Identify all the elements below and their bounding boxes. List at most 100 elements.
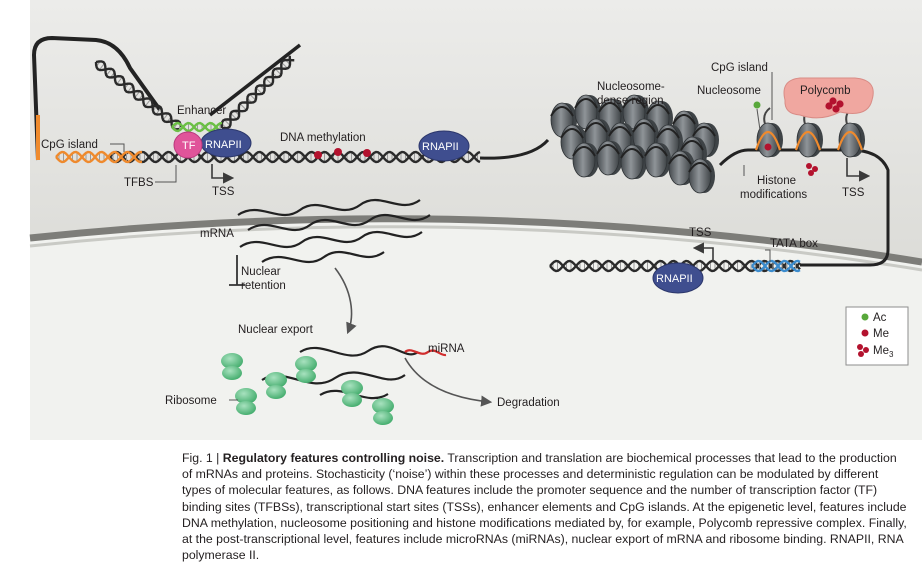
nucleosome-dna-wrap [584, 122, 608, 133]
loop-helix-right [220, 55, 295, 130]
tss-arrow-lower [692, 242, 714, 262]
polycomb-nucleosomes [718, 72, 890, 267]
tss-label-left: TSS [212, 186, 235, 198]
legend-methyl-icon [861, 329, 869, 337]
loop-helix-left-rung [106, 68, 112, 76]
ribosome-large-subunit [295, 356, 317, 372]
nucleosome-disc-face [688, 158, 712, 194]
ribosome-small-subunit [373, 411, 393, 425]
degradation-arrow [404, 357, 493, 407]
degradation-label: Degradation [497, 397, 560, 409]
tata-box-label: TATA box [770, 238, 818, 250]
nucleosome-dense-label-1: Nucleosome- [597, 81, 665, 93]
histone-nucleosome-face [796, 122, 820, 158]
nucleosome-disc [572, 142, 599, 178]
loop-helix-left-strand-b [95, 60, 183, 128]
nucleosome-dna-wrap [668, 154, 692, 165]
nuclear-membrane [29, 215, 922, 266]
caption-title: Regulatory features controlling noise. [222, 451, 445, 465]
mrna-label: mRNA [200, 228, 234, 240]
ribosome-large-subunit [372, 398, 394, 414]
nucleosome-dna-wrap [572, 146, 596, 157]
nucleosome-dna-wrap [598, 102, 622, 113]
nucleosome-dna-wrap [574, 98, 598, 109]
polycomb-complex [783, 77, 874, 119]
rnapii-elongating [418, 130, 470, 162]
mirna-strand [404, 349, 447, 357]
enhancer-label: Enhancer [177, 105, 226, 117]
histone-orange-dna [794, 130, 822, 151]
nucleosome-dna-wrap [622, 98, 646, 109]
nuclear-export-label: Nuclear export [238, 324, 314, 336]
tss-arrow-right [846, 158, 871, 182]
legend-ac: Ac [873, 312, 887, 324]
tss-label-right: TSS [842, 187, 865, 199]
nucleosome-dna-wrap [692, 126, 716, 137]
tf-label: TF [182, 140, 196, 152]
nucleosome-dna-wrap [672, 114, 696, 125]
nuclear-retention-label-2: retention [241, 280, 286, 292]
enhancer-loop-helix [94, 55, 295, 131]
dna-loop-up [208, 43, 302, 117]
histone-mod-label-2: modifications [740, 189, 807, 201]
ribosome-small-subunit [296, 369, 316, 383]
histone-nucleosome [836, 107, 865, 158]
ribosome-small-subunit [222, 366, 242, 380]
ribosome-icon [265, 372, 287, 399]
tss-label-lower: TSS [689, 227, 712, 239]
loop-helix-right-rung [265, 77, 273, 85]
methyl-mark [764, 143, 772, 151]
ribosome-small-subunit [342, 393, 362, 407]
polycomb-label: Polycomb [800, 85, 851, 97]
export-arrow [334, 267, 357, 335]
dna-loop-left [31, 35, 162, 161]
regulatory-features-diagram: Ac Me Me3 Enhancer TF RNAPII CpG island … [29, 0, 922, 440]
nucleosome-dna-wrap [620, 148, 644, 159]
dna-methylation-label: DNA methylation [280, 132, 366, 144]
polycomb-methyl-marks [825, 97, 844, 113]
nucleosome-dna-wrap [646, 104, 670, 115]
legend-acetyl-icon [861, 313, 869, 321]
nucleus [30, 0, 922, 262]
nucleosome-disc-face [596, 140, 620, 176]
nucleosome-dna-wrap [632, 122, 656, 133]
cpg-island-helix [55, 150, 143, 164]
nucleosome-disc [632, 118, 659, 154]
ribosome-large-subunit [235, 388, 257, 404]
histone-mod-label-1: Histone [757, 175, 796, 187]
tf-blob [173, 131, 203, 159]
ribosome-label: Ribosome [165, 395, 217, 407]
nuclear-retention-label-1: Nuclear [241, 266, 281, 278]
dna-methyl-marks [314, 148, 371, 159]
ribosome-icon [221, 353, 243, 380]
nucleosome-disc [688, 158, 715, 194]
ribosome-icon [295, 356, 317, 383]
nucleosome-dna-wrap [560, 128, 584, 139]
rnapii-label-elongating: RNAPII [422, 141, 459, 153]
loop-helix-left-rung [98, 63, 105, 71]
nucleosome-dna-wrap [680, 140, 704, 151]
dna-helix-main [109, 150, 481, 164]
nuclear-retention-inhibitor [229, 255, 245, 286]
mrna-strands [237, 199, 431, 263]
legend-me: Me [873, 328, 889, 340]
nucleosome-disc-face [572, 142, 596, 178]
tata-box-helix [751, 259, 801, 273]
enhancer-helix [171, 121, 223, 133]
nucleosome-dense-label-2: dense region [597, 95, 664, 107]
loop-helix-right-strand-b [220, 55, 292, 129]
ribosome-icon [372, 398, 394, 425]
tata-strand-b [751, 259, 801, 273]
nucleosome-dna-wrap [550, 106, 574, 117]
enhancer-strand-a [171, 121, 223, 133]
nucleosome-disc-face [668, 150, 692, 186]
tfbs-label: TFBS [124, 177, 154, 189]
histone-orange-dna [836, 130, 864, 151]
loop-helix-left-rung [144, 98, 152, 107]
nucleosome-disc [596, 140, 623, 176]
rnapii-label-lower: RNAPII [656, 273, 693, 285]
rnapii-lower [652, 262, 704, 294]
cpg-island-right-label: CpG island [711, 62, 768, 74]
nucleosome-label: Nucleosome [697, 85, 761, 97]
main-dna-strand-a [109, 150, 481, 164]
